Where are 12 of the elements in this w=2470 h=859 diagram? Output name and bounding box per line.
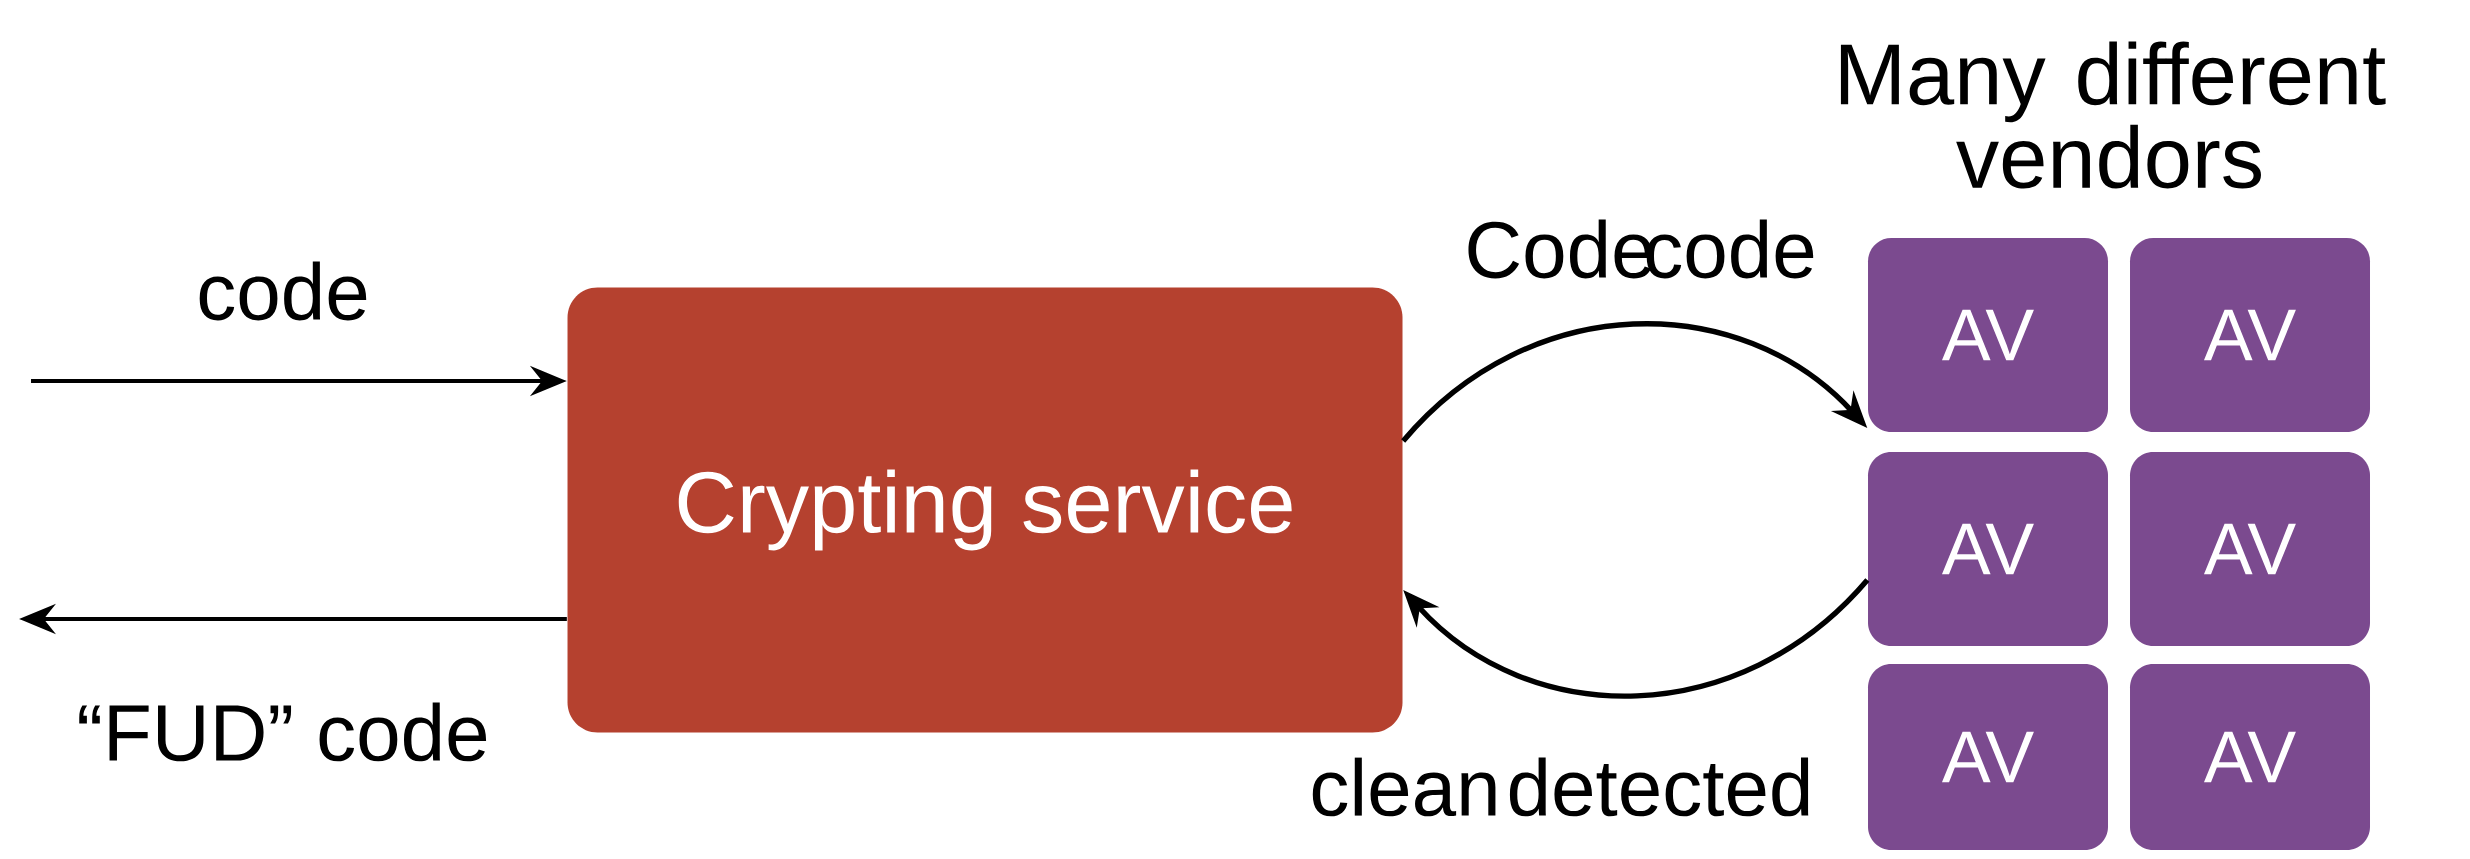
edge-label: “FUD” code [79, 702, 487, 762]
vendor-box: AV [2130, 238, 2370, 432]
edge-label: code [199, 261, 367, 321]
service-box: Crypting service [567, 287, 1403, 733]
vendor-box: AV [2130, 452, 2370, 646]
heading: Many different vendors [1840, 41, 2386, 189]
vendor-box: AV [1868, 238, 2108, 432]
vendor-box: AV [1868, 452, 2108, 646]
vendor-box: AV [2130, 664, 2370, 850]
word-label: clean [1312, 757, 1496, 817]
vendor-box: AV [1868, 664, 2108, 850]
edge-label: detected [1509, 757, 1809, 817]
